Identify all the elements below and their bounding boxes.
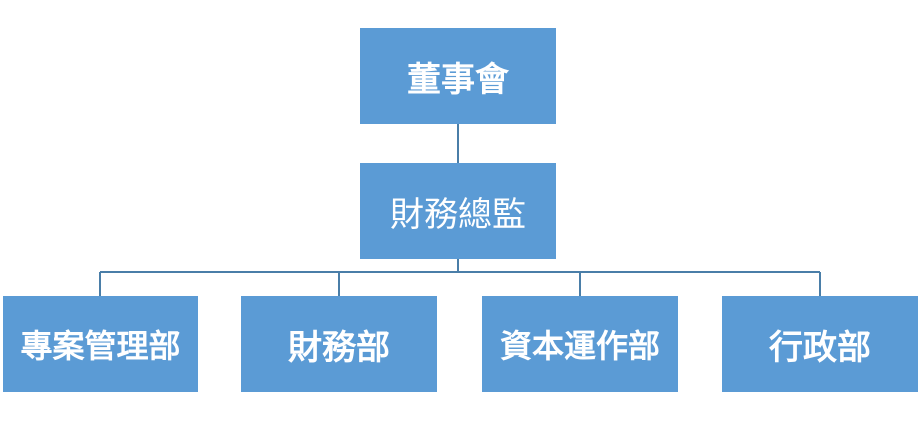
administration-dept-node: 行政部 (722, 296, 918, 392)
capital-operations-dept-label: 資本運作部 (499, 327, 660, 365)
finance-dept-node: 財務部 (241, 296, 437, 392)
capital-operations-dept-node: 資本運作部 (482, 296, 678, 392)
project-management-dept-node: 專案管理部 (3, 296, 198, 392)
administration-dept-label: 行政部 (769, 327, 871, 368)
project-management-dept-label: 專案管理部 (20, 327, 181, 365)
finance-dept-label: 財務部 (288, 327, 390, 368)
board-of-directors-label: 董事會 (407, 59, 509, 100)
cfo-label: 財務總監 (390, 194, 526, 235)
cfo-node: 財務總監 (360, 163, 556, 259)
board-of-directors-node: 董事會 (360, 28, 556, 124)
